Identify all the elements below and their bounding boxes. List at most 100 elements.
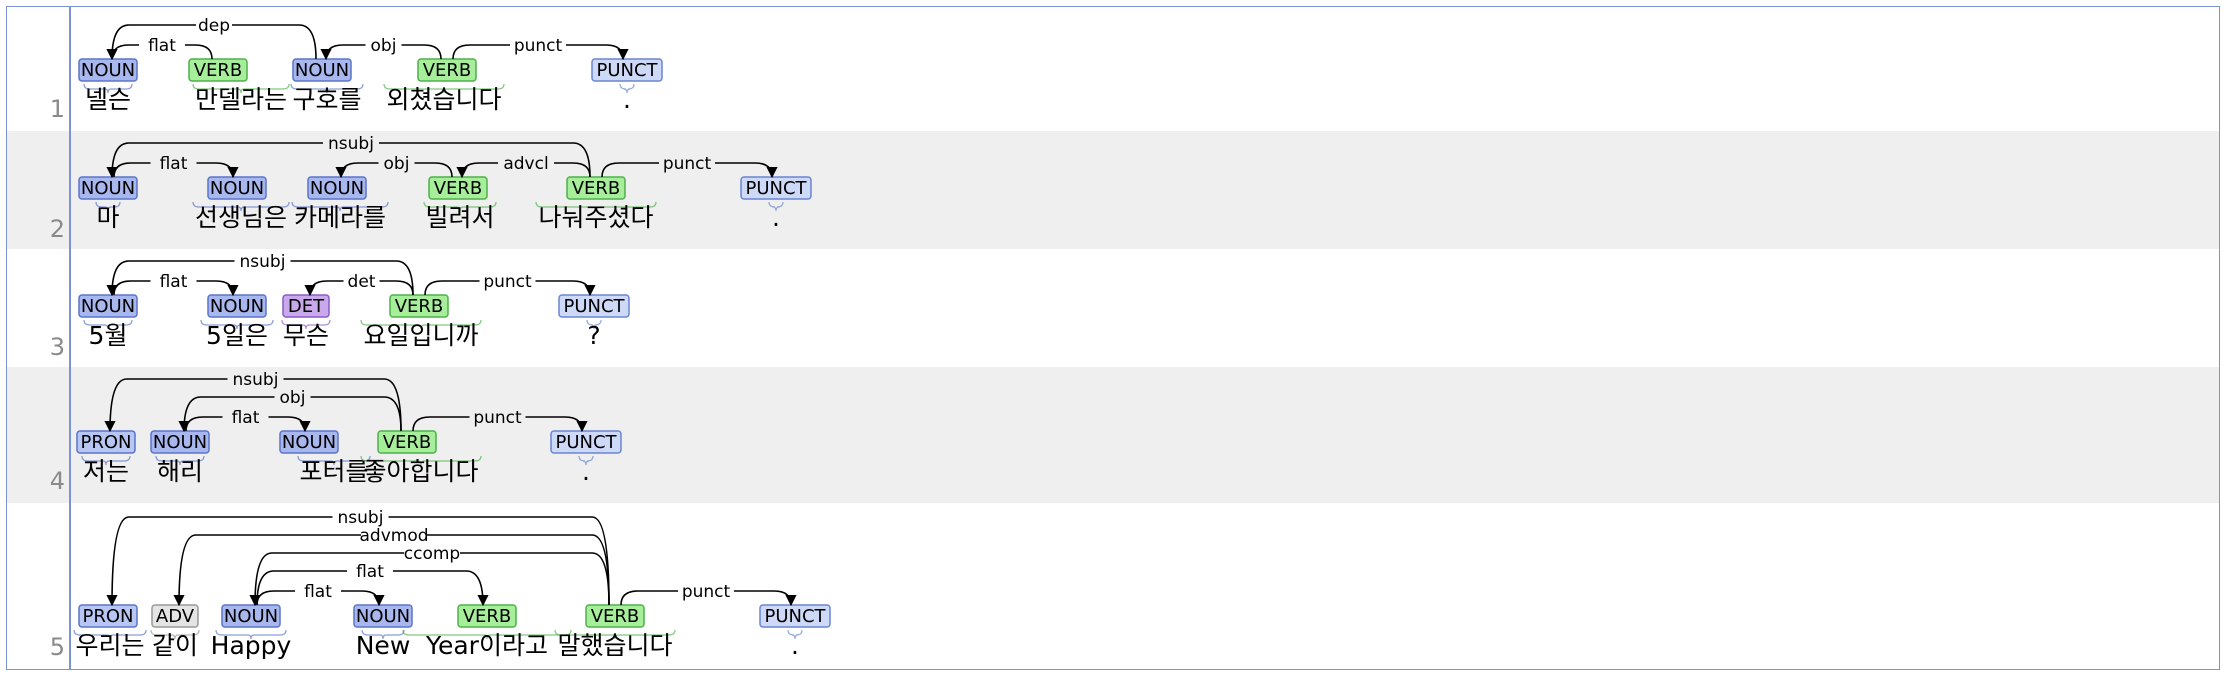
arc-label: flat [148, 36, 176, 56]
pos-tag-box [417, 58, 477, 82]
token-word: 5월 [89, 321, 128, 350]
pos-tag-box [188, 58, 248, 82]
token-brace [360, 455, 482, 466]
pos-tag-label: ADV [156, 606, 195, 627]
token-word: 우리는 [75, 631, 144, 660]
sentence-graph-2: NOUN마NOUN선생님은NOUN카메라를VERB빌려서VERB나눠주셨다PUN… [78, 134, 812, 232]
arc-label: punct [514, 36, 563, 56]
token-word: 저는 [83, 457, 129, 486]
pos-tag-label: PUNCT [563, 296, 625, 317]
token-brace [95, 201, 121, 212]
arc-label: obj [384, 154, 410, 174]
arc-label-bg [323, 134, 379, 152]
token-word: 나눠주셨다 [538, 203, 653, 232]
arc-label-bg [227, 370, 284, 388]
pos-tag-label: NOUN [81, 296, 135, 317]
token-word: 넬슨 [85, 85, 131, 114]
sentence-graph-4: PRON저는NOUN해리NOUN포터를VERB좋아합니다PUNCT.flatob… [76, 370, 622, 486]
token-word: Year이라고 [425, 631, 548, 660]
token-brace [535, 201, 657, 212]
arc-label-bg [222, 408, 269, 426]
sentence-row-1: 1 [7, 7, 2219, 131]
pos-tag-label: VERB [463, 606, 512, 627]
token-word: . [582, 457, 590, 486]
pos-tag-label: NOUN [210, 178, 264, 199]
token-brace [200, 319, 274, 330]
arc-label: det [348, 272, 376, 292]
pos-tag-label: VERB [383, 432, 432, 453]
token-word: 5일은 [206, 321, 268, 350]
pos-tag-box [585, 604, 645, 628]
token-word: Happy [211, 631, 292, 660]
arc-label: nsubj [233, 370, 279, 390]
arc-label-bg [678, 582, 734, 600]
token-word: 요일입니까 [363, 321, 478, 350]
token-brace [150, 629, 200, 640]
token-brace [423, 201, 497, 212]
token-brace [586, 319, 602, 330]
arc-label-bg [659, 154, 715, 172]
token-word: 빌려서 [425, 203, 494, 232]
token-word: 선생님은 [195, 203, 287, 232]
token-word: . [791, 631, 799, 660]
token-brace [290, 83, 364, 94]
token-brace [83, 319, 133, 330]
arc-label-bg [274, 388, 311, 406]
token-brace [787, 629, 803, 640]
arc-label: advcl [503, 154, 548, 174]
pos-tag-label: PUNCT [764, 606, 826, 627]
sentence-table: 1 2 3 4 5 [6, 6, 2220, 670]
token-word: 같이 [152, 631, 198, 660]
token-word: 만델라는 [195, 85, 287, 114]
arc-label-bg [295, 582, 341, 600]
arc-label-bg [332, 508, 389, 526]
token-brace [281, 319, 331, 330]
arc-label: advmod [359, 526, 428, 546]
token-brace [554, 629, 676, 640]
sentence-number: 1 [49, 95, 65, 123]
pos-tag-label: NOUN [282, 432, 336, 453]
arc-label: nsubj [338, 508, 384, 528]
token-word: 무슨 [283, 321, 329, 350]
pos-tag-box [389, 294, 449, 318]
token-word: 마 [96, 203, 119, 232]
token-word: 포터를 [299, 457, 368, 486]
pos-tag-label: VERB [423, 60, 472, 81]
token-brace [383, 83, 505, 94]
pos-tag-label: NOUN [210, 296, 264, 317]
token-brace [768, 201, 784, 212]
token-brace [81, 455, 131, 466]
arc-label-bg [498, 154, 554, 172]
arc-label: nsubj [328, 134, 374, 154]
token-brace [215, 629, 287, 640]
token-brace [155, 455, 205, 466]
token-brace [360, 319, 482, 330]
pos-tag-label: VERB [591, 606, 640, 627]
pos-tag-box [377, 430, 437, 454]
arc-label-bg [139, 36, 185, 54]
pos-tag-label: PRON [81, 432, 132, 453]
token-brace [578, 455, 594, 466]
sentence-number: 4 [49, 467, 65, 495]
arc-label: punct [473, 408, 522, 428]
token-word: . [772, 203, 780, 232]
gutter-divider [69, 7, 71, 669]
arc-label-bg [469, 408, 526, 426]
pos-tag-label: NOUN [81, 178, 135, 199]
token-word: 외쳤습니다 [386, 85, 501, 114]
pos-tag-label: VERB [434, 178, 483, 199]
arc-label-bg [150, 154, 197, 172]
token-word: 구호를 [292, 85, 361, 114]
sentence-number: 2 [49, 215, 65, 243]
pos-tag-label: PUNCT [745, 178, 807, 199]
arc-label-bg [343, 272, 380, 290]
arc-label-bg [347, 562, 393, 580]
pos-tag-label: NOUN [310, 178, 364, 199]
token-word: New [356, 631, 411, 660]
token-brace [83, 83, 133, 94]
token-word: 좋아합니다 [363, 457, 478, 486]
pos-tag-label: VERB [194, 60, 243, 81]
sentence-row-3: 3 [7, 249, 2219, 367]
arc-label-bg [404, 544, 460, 562]
arc-label: nsubj [240, 252, 286, 272]
